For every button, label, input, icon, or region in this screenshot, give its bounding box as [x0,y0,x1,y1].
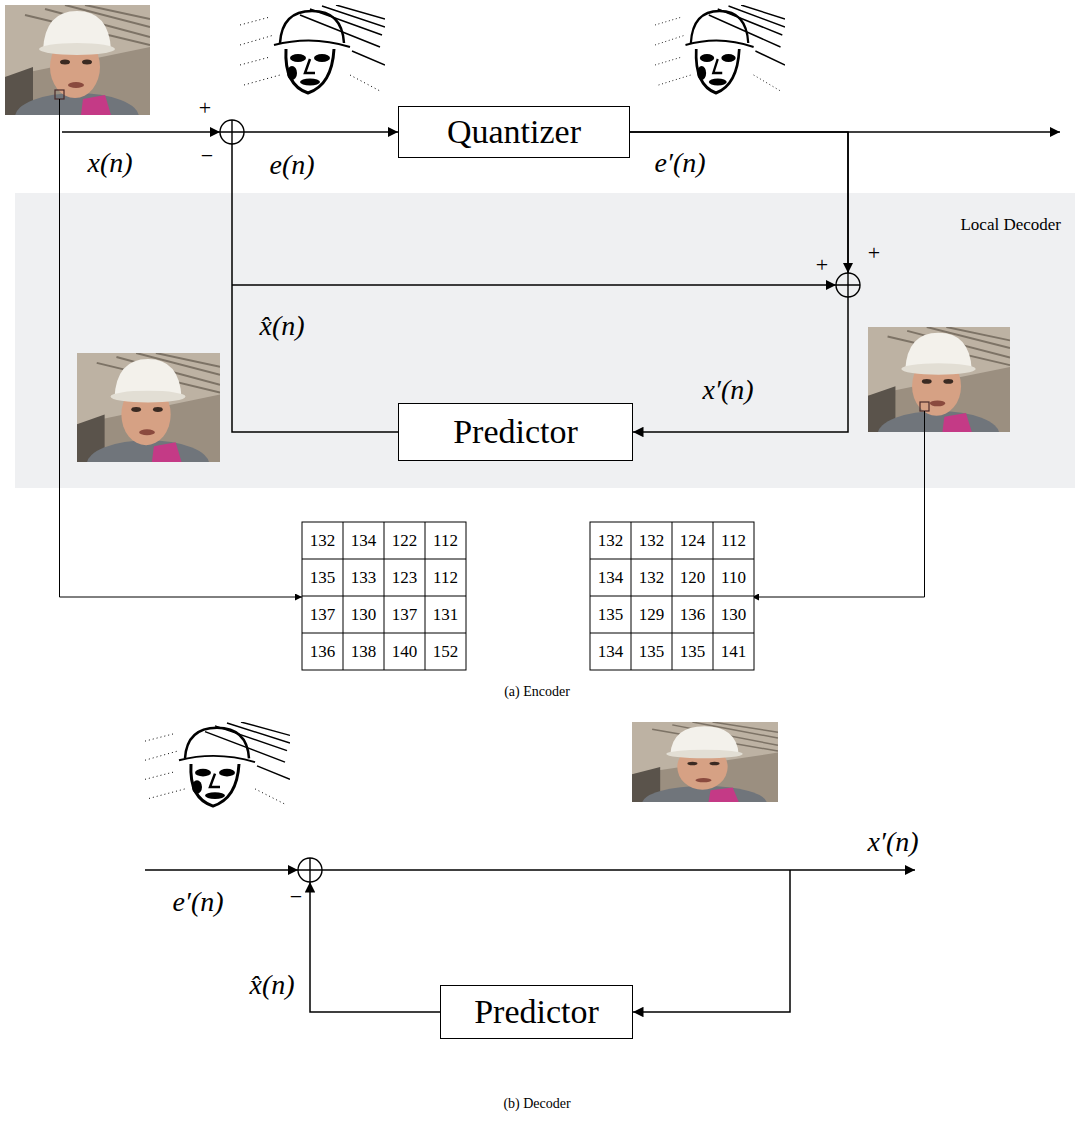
signal-label: x′(n) [867,827,918,858]
table-grid [302,522,466,670]
decoded-frame [632,722,778,821]
signal-connector [630,132,848,432]
signal-label: e′(n) [172,887,223,918]
table-cell: 120 [680,569,706,588]
signal-label: x′(n) [702,375,753,406]
table-cell: 129 [639,606,665,625]
table-cell: 112 [721,532,746,551]
signal-label: e′(n) [654,148,705,179]
table-cell: 136 [310,643,336,662]
summing-junction [836,273,860,297]
table-cell: 123 [392,569,418,588]
table-cell: 135 [598,606,624,625]
table-cell: 135 [680,643,706,662]
subfigure-caption: (b) Decoder [503,1096,570,1111]
table-cell: 124 [680,532,706,551]
received-residual-image [145,722,290,808]
table-cell: 140 [392,643,418,662]
signal-label: x(n) [87,148,132,179]
table-cell: 134 [351,532,377,551]
sign-symbol: + [199,96,211,120]
block-marker [920,402,929,411]
table-cell: 131 [433,606,459,625]
local-decoder-ground [15,193,1075,488]
box-label: Predictor [453,412,578,451]
signal-label: x̂(n) [259,311,304,342]
input-frame [5,5,150,141]
signal-wire [145,869,298,871]
table-grid [590,522,754,670]
leader-line [60,99,303,597]
sign-symbol: − [290,885,302,909]
table-cell: 137 [310,606,336,625]
residual-image [240,5,385,95]
quantizer-box: Quantizer [398,106,630,158]
signal-wire [62,131,220,133]
table-cell: 134 [598,569,624,588]
signal-label: e(n) [269,150,314,181]
signal-wire [322,869,915,871]
table-cell: 132 [639,532,665,551]
pixel-table [302,522,466,670]
table-cell: 122 [392,532,418,551]
table-cell: 136 [680,606,706,625]
box-label: Quantizer [447,112,581,151]
box-label: Predictor [474,992,599,1031]
table-cell: 152 [433,643,459,662]
table-cell: 137 [392,606,418,625]
table-cell: 135 [310,569,336,588]
subfigure-caption: (a) Encoder [504,684,570,699]
table-cell: 132 [310,532,336,551]
predictor-box: Predictor [440,985,633,1039]
predictor-box: Predictor [398,403,633,461]
table-cell: 134 [598,643,624,662]
signal-label: x̂(n) [249,970,294,1001]
table-cell: 135 [639,643,665,662]
table-cell: 133 [351,569,377,588]
table-cell: 110 [721,569,746,588]
signal-connector [232,132,398,432]
sign-symbol: − [201,144,213,168]
table-cell: 130 [721,606,747,625]
table-cell: 138 [351,643,377,662]
summing-cross [220,120,244,144]
quantized-residual-image [655,5,785,95]
table-cell: 132 [639,569,665,588]
local-decoder-band: Predictor Local Decoder [15,193,1075,488]
leader-line [752,411,925,597]
summing-junction [298,858,322,882]
signal-wire [310,882,440,1012]
table-cell: 112 [433,569,458,588]
table-cell: 132 [598,532,624,551]
table-cell: 130 [351,606,377,625]
table-cell: 141 [721,643,747,662]
table-cell: 112 [433,532,458,551]
sign-symbol: + [816,253,828,277]
pixel-table [590,522,754,670]
sign-symbol: + [868,241,880,265]
summing-cross [836,273,860,297]
signal-wire [633,870,790,1012]
signal-wire [232,284,836,286]
block-marker [55,90,64,99]
predicted-frame [77,353,220,488]
band-title: Local Decoder [960,215,1061,235]
reconstructed-frame [868,327,1010,457]
summing-cross [298,858,322,882]
summing-junction [220,120,244,144]
